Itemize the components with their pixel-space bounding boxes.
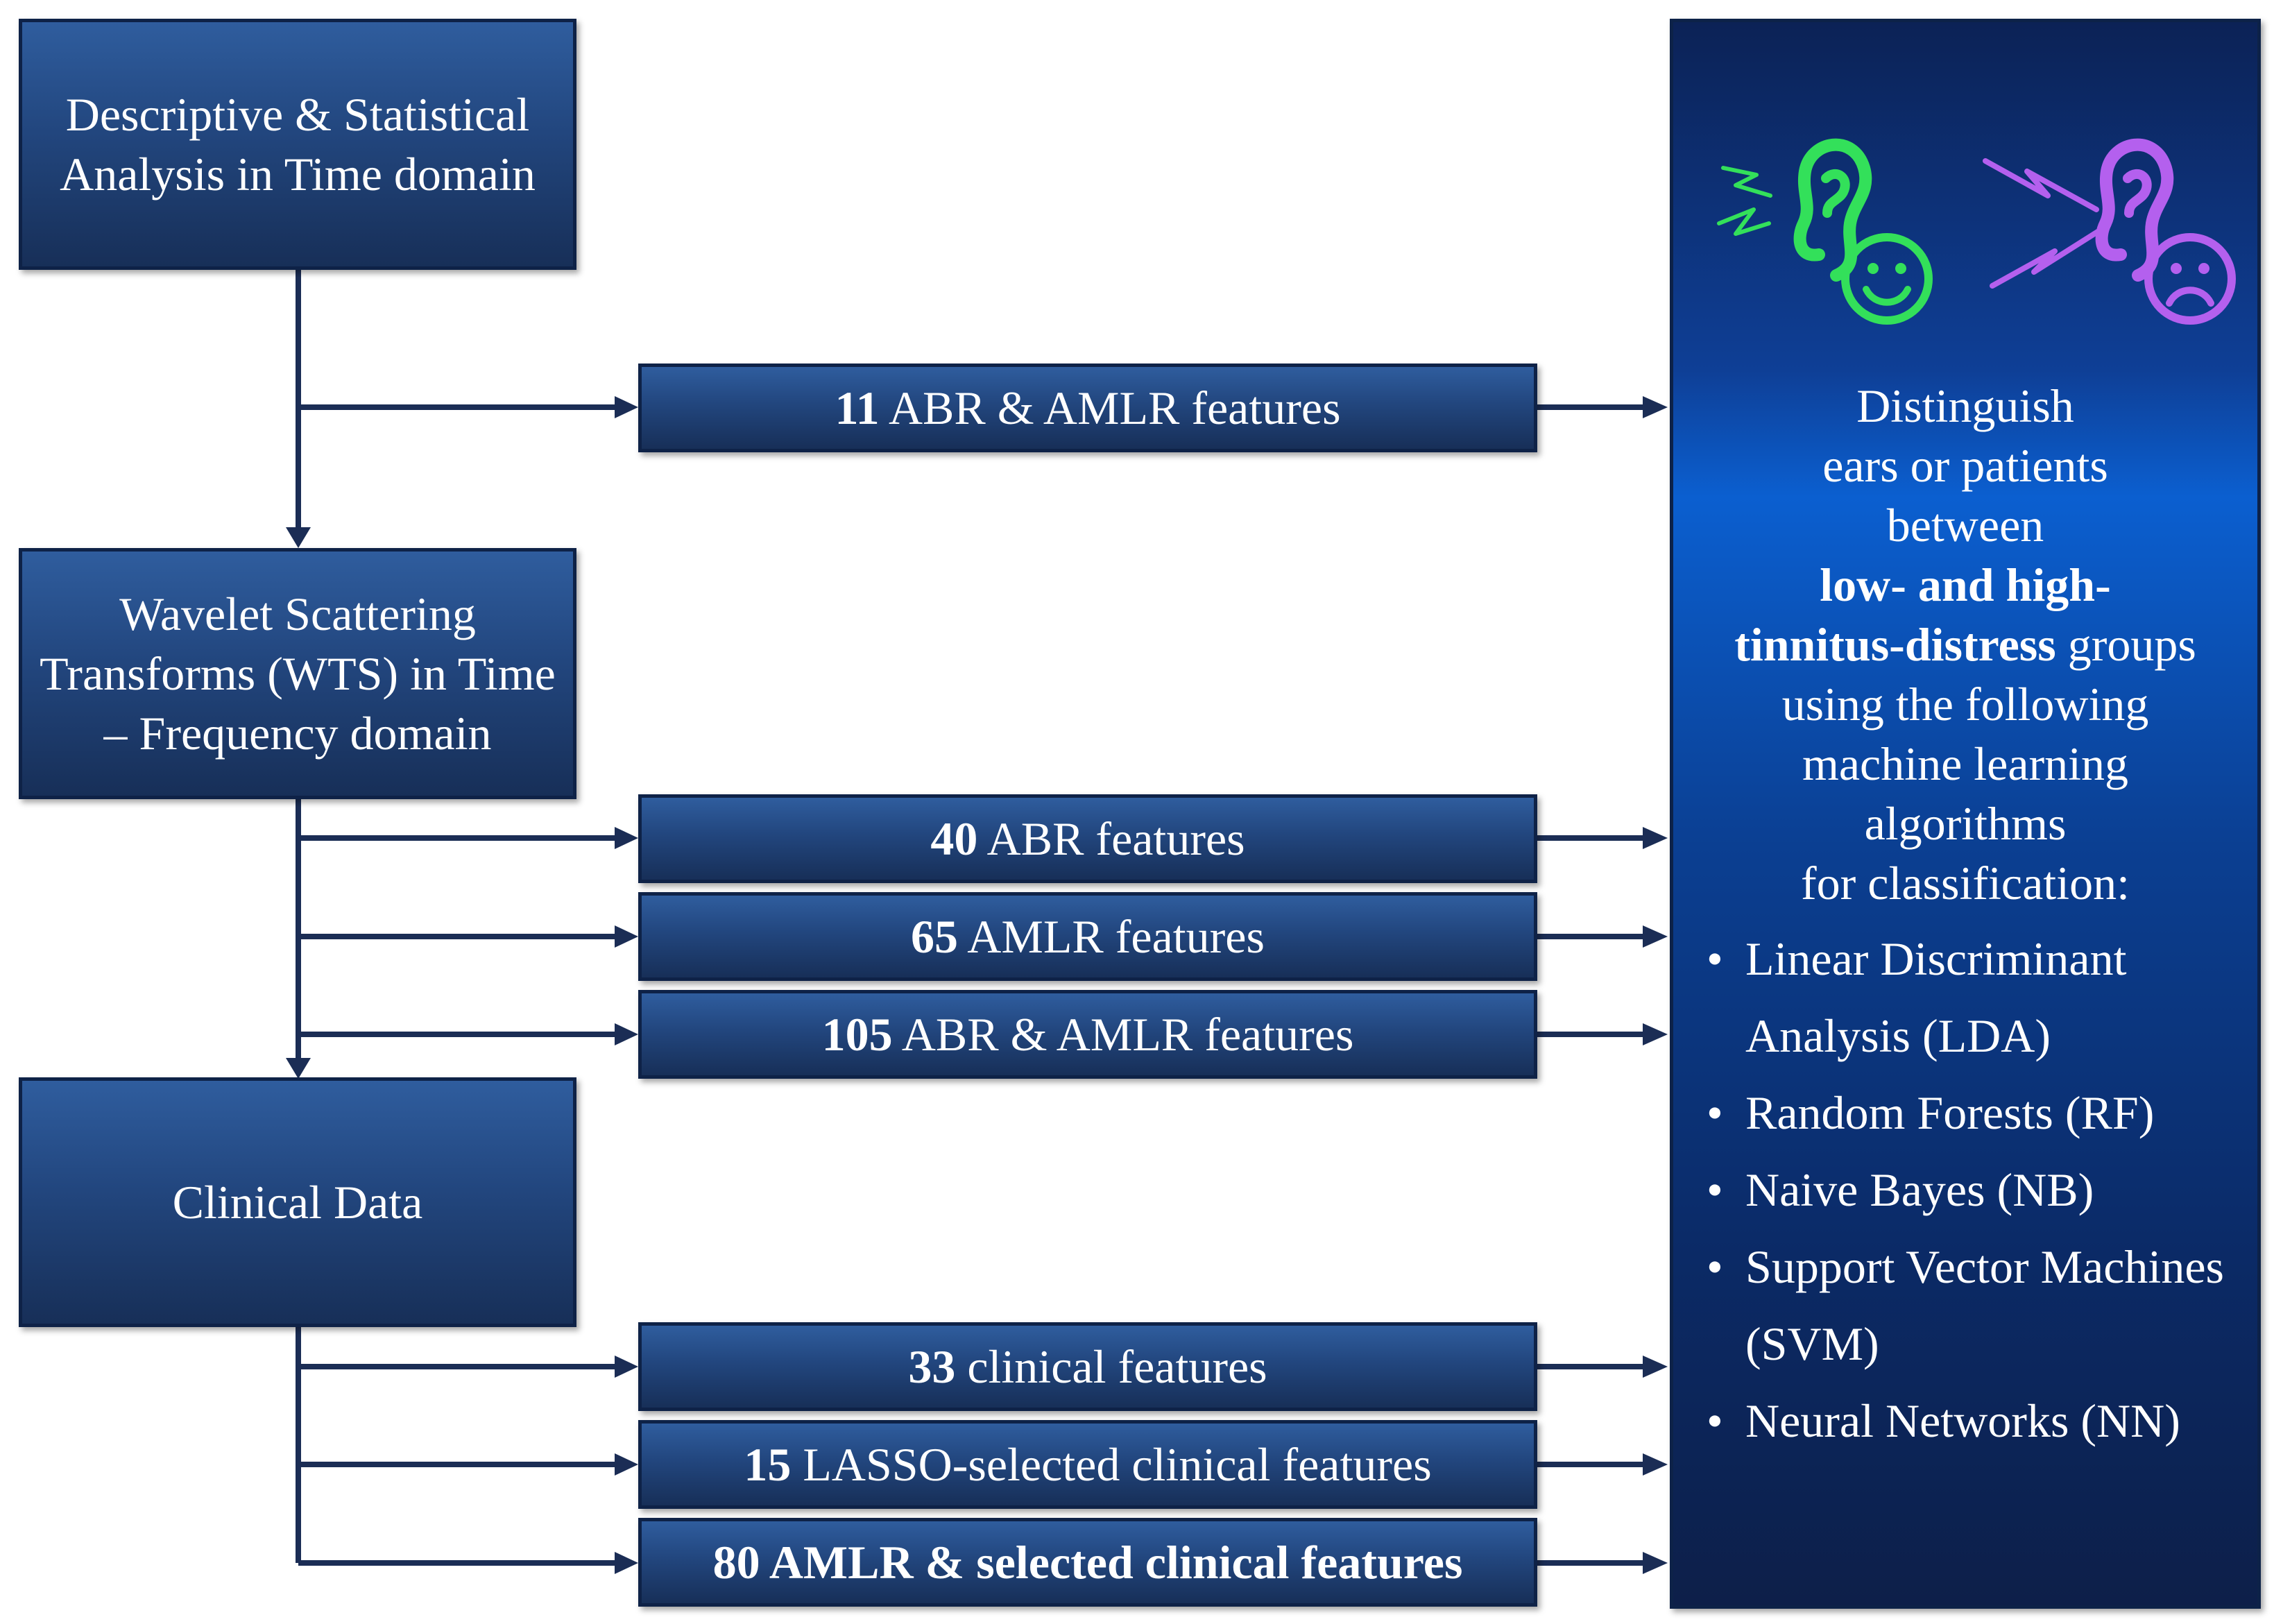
sad-ear-icon <box>1983 138 2236 325</box>
feature-count: 105 <box>821 1008 893 1061</box>
feature-label: ABR & AMLR features <box>901 1008 1354 1061</box>
feature-label: ABR & AMLR features <box>888 382 1341 434</box>
description-line: machine learning <box>1802 737 2129 790</box>
feature-label: LASSO-selected clinical features <box>803 1438 1432 1491</box>
feature-label: ABR features <box>986 812 1245 865</box>
algorithm-item: Random Forests (RF) <box>1707 1075 2262 1152</box>
description-line: groups <box>2067 618 2196 671</box>
feature-set-box: 40 ABR features <box>638 794 1537 883</box>
description-emphasis: tinnitus-distress <box>1734 618 2056 671</box>
stage-time-domain-label: Descriptive & Statistical Analysis in Ti… <box>60 88 536 200</box>
feature-set-box: 105 ABR & AMLR features <box>638 990 1537 1079</box>
classification-description: Distinguish ears or patients between low… <box>1673 376 2257 913</box>
feature-label: AMLR features <box>967 910 1265 963</box>
stage-wavelet-scattering: Wavelet Scattering Transforms (WTS) in T… <box>19 548 576 799</box>
feature-set-box: 80 AMLR & selected clinical features <box>638 1518 1537 1607</box>
happy-ear-icon <box>1717 138 1933 325</box>
feature-count: 65 <box>911 910 959 963</box>
feature-label: clinical features <box>967 1340 1267 1393</box>
feature-set-box: 65 AMLR features <box>638 892 1537 981</box>
feature-count: 11 <box>835 382 880 434</box>
description-line: between <box>1886 499 2044 552</box>
feature-set-box: 15 LASSO-selected clinical features <box>638 1420 1537 1509</box>
feature-count: 40 <box>930 812 978 865</box>
feature-label: AMLR & selected clinical features <box>769 1536 1463 1589</box>
feature-count: 33 <box>908 1340 956 1393</box>
description-line: for classification: <box>1801 857 2130 909</box>
algorithm-item: Naive Bayes (NB) <box>1707 1152 2262 1229</box>
algorithm-list: Linear Discriminant Analysis (LDA) Rando… <box>1707 921 2262 1460</box>
stage-clinical-data-label: Clinical Data <box>172 1176 423 1229</box>
description-line: algorithms <box>1864 797 2067 850</box>
feature-set-box: 33 clinical features <box>638 1322 1537 1411</box>
classification-panel: Distinguish ears or patients between low… <box>1670 19 2261 1609</box>
description-line: ears or patients <box>1822 439 2108 492</box>
algorithm-item: Neural Networks (NN) <box>1707 1383 2262 1460</box>
stage-time-domain: Descriptive & Statistical Analysis in Ti… <box>19 19 576 270</box>
description-line: using the following <box>1781 678 2149 730</box>
algorithm-item: Support Vector Machines (SVM) <box>1707 1229 2262 1383</box>
description-emphasis: low- and high- <box>1820 558 2111 611</box>
algorithm-item: Linear Discriminant Analysis (LDA) <box>1707 921 2262 1075</box>
feature-count: 15 <box>744 1438 792 1491</box>
stage-clinical-data: Clinical Data <box>19 1077 576 1327</box>
stage-wavelet-scattering-label: Wavelet Scattering Transforms (WTS) in T… <box>40 588 556 760</box>
feature-count: 80 <box>712 1536 760 1589</box>
feature-set-box: 11 ABR & AMLR features <box>638 364 1537 452</box>
description-line: Distinguish <box>1856 379 2074 432</box>
